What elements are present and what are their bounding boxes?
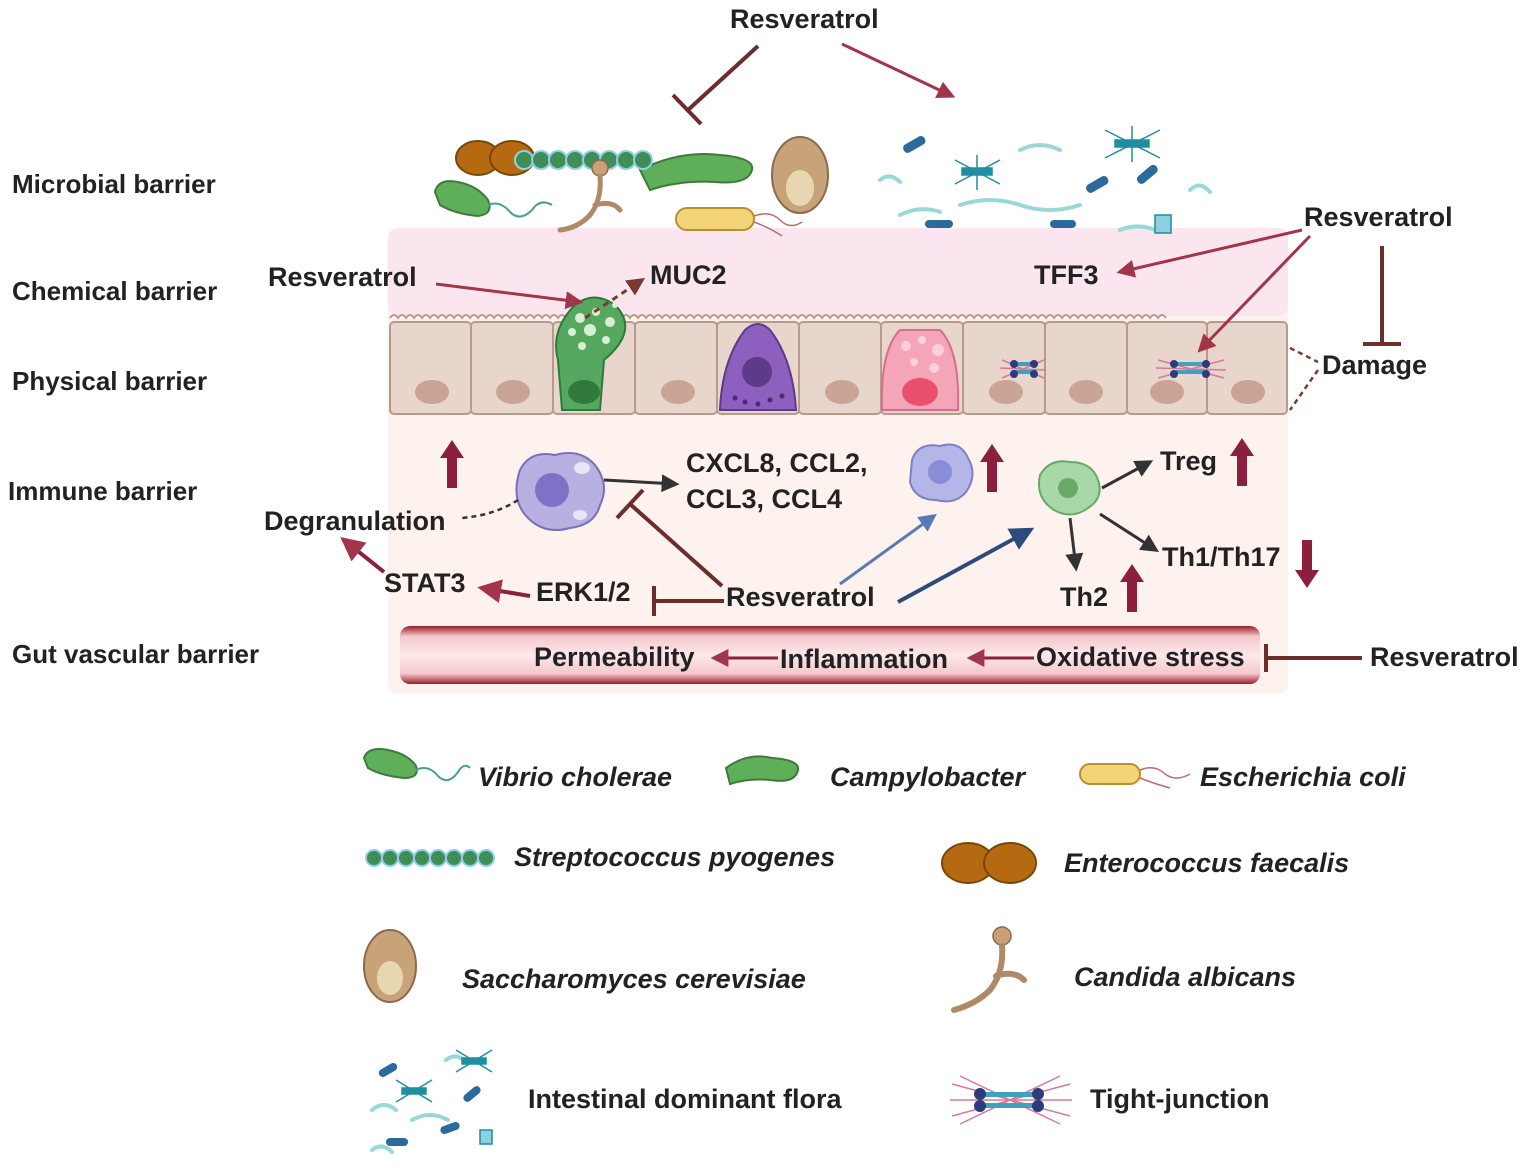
tight-junction-icon [999, 359, 1047, 379]
legend-saccharomyces-icon [363, 929, 417, 1003]
goblet-cell-icon [555, 296, 627, 411]
label-gut-vascular-barrier: Gut vascular barrier [12, 639, 259, 669]
ecoli-icon [675, 207, 803, 237]
legend-flora-icon [370, 1049, 493, 1154]
legend: Vibrio cholerae Campylobacter Escherichi… [362, 748, 1406, 1154]
legend-enterococcus-label: Enterococcus faecalis [1064, 848, 1349, 878]
legend-saccharomyces-label: Saccharomyces cerevisiae [462, 964, 806, 994]
node-inflammation: Inflammation [780, 644, 948, 674]
label-chemical-barrier: Chemical barrier [12, 276, 217, 306]
node-erk: ERK1/2 [536, 577, 631, 607]
campylobacter-icon [638, 153, 754, 192]
legend-tight-junction-label: Tight-junction [1090, 1084, 1269, 1114]
mast-cell-icon [515, 452, 605, 531]
node-permeability: Permeability [534, 642, 695, 672]
node-chemokines-line2: CCL3, CCL4 [686, 484, 842, 514]
label-physical-barrier: Physical barrier [12, 366, 207, 396]
legend-candida-label: Candida albicans [1074, 962, 1296, 992]
node-resveratrol-vascular: Resveratrol [1370, 642, 1519, 672]
node-resveratrol-right: Resveratrol [1304, 202, 1453, 232]
node-tff3: TFF3 [1034, 260, 1099, 290]
node-resveratrol-top: Resveratrol [730, 4, 879, 34]
legend-campylobacter-icon [724, 755, 800, 786]
legend-vibrio-label: Vibrio cholerae [478, 762, 672, 792]
node-oxidative-stress: Oxidative stress [1036, 642, 1245, 672]
label-microbial-barrier: Microbial barrier [12, 169, 216, 199]
node-stat3: STAT3 [384, 568, 466, 598]
connectors [340, 42, 1401, 672]
streptococcus-icon [514, 150, 653, 170]
vibrio-icon [433, 180, 553, 218]
legend-tight-junction-icon [950, 1075, 1072, 1125]
tight-junction-icon [1155, 359, 1227, 379]
legend-flora-label: Intestinal dominant flora [528, 1084, 843, 1114]
legend-streptococcus-icon [365, 849, 495, 867]
macrophage-icon [908, 443, 974, 503]
legend-campylobacter-label: Campylobacter [830, 762, 1027, 792]
up-arrow-icon [980, 444, 1004, 492]
epithelium [389, 296, 1288, 415]
saccharomyces-icon [771, 136, 829, 214]
paneth-cell-icon [880, 329, 960, 411]
legend-ecoli-label: Escherichia coli [1200, 762, 1406, 792]
dendritic-cell-icon [1038, 460, 1101, 516]
blood-vessel [400, 626, 1260, 684]
legend-ecoli-icon [1079, 763, 1191, 789]
mucus-layer [388, 228, 1288, 316]
node-degranulation: Degranulation [264, 506, 446, 536]
legend-vibrio-icon [362, 748, 471, 782]
up-arrow-icon [1230, 438, 1254, 486]
node-resveratrol-chemical: Resveratrol [268, 262, 417, 292]
node-chemokines-line1: CXCL8, CCL2, [686, 448, 868, 478]
node-damage: Damage [1322, 350, 1427, 380]
up-arrow-icon [1120, 564, 1144, 612]
indicator-arrows [440, 438, 1319, 612]
enteroendocrine-cell-icon [718, 323, 798, 411]
dominant-flora-cluster [878, 126, 1212, 234]
legend-candida-icon [951, 926, 1027, 1013]
legend-enterococcus-icon [941, 842, 1037, 884]
candida-icon [557, 159, 623, 233]
node-th1-th17: Th1/Th17 [1162, 542, 1281, 572]
up-arrow-icon [440, 440, 464, 488]
node-resveratrol-immune: Resveratrol [726, 582, 875, 612]
label-immune-barrier: Immune barrier [8, 476, 197, 506]
pathogen-cluster [433, 136, 829, 237]
down-arrow-icon [1295, 540, 1319, 588]
legend-streptococcus-label: Streptococcus pyogenes [514, 842, 835, 872]
node-th2: Th2 [1060, 582, 1108, 612]
node-treg: Treg [1160, 446, 1217, 476]
node-muc2: MUC2 [650, 260, 727, 290]
